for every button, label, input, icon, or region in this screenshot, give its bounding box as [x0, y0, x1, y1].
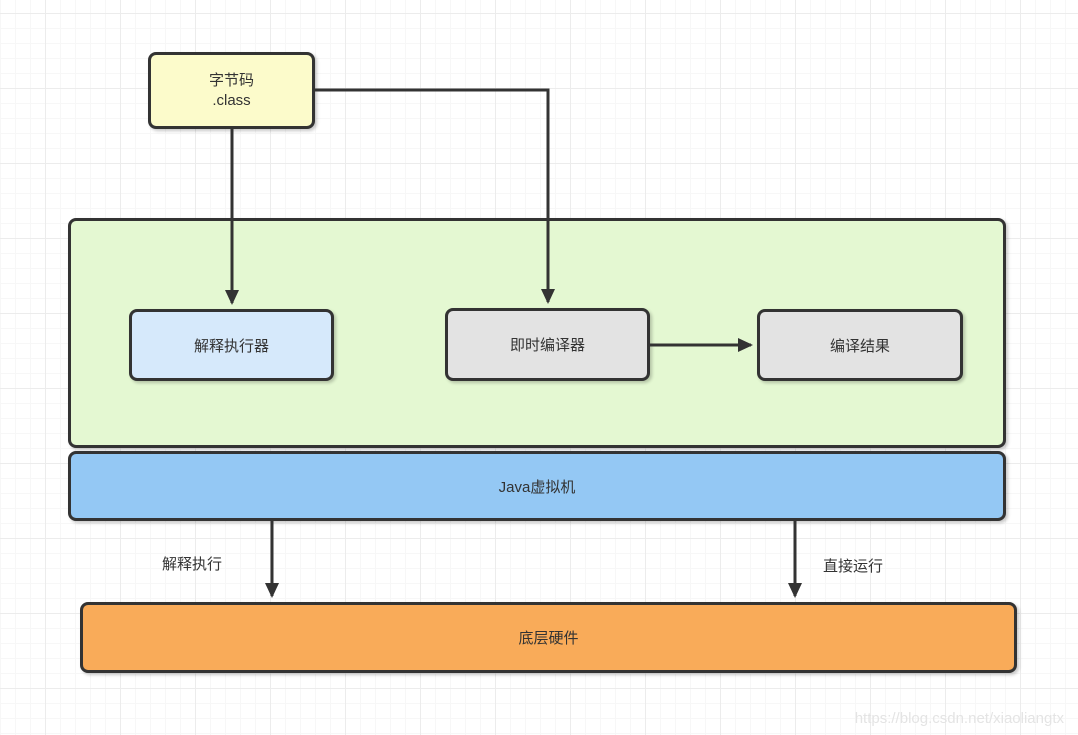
node-bytecode: 字节码 .class: [148, 52, 315, 129]
node-compile-result-label: 编译结果: [829, 337, 890, 355]
node-jvm-label: Java虚拟机: [498, 478, 576, 496]
node-bytecode-label-line2: .class: [212, 91, 251, 109]
node-compile-result: 编译结果: [757, 309, 963, 381]
node-bytecode-label-line1: 字节码: [208, 71, 254, 89]
edge-label-direct-run: 直接运行: [823, 558, 884, 575]
edge-label-interpreted-execution: 解释执行: [162, 556, 223, 573]
node-interpreter-label: 解释执行器: [193, 337, 269, 355]
node-hardware-label: 底层硬件: [518, 630, 579, 647]
watermark-url: https://blog.csdn.net/xiaoliangtx: [854, 710, 1064, 727]
node-jit-compiler-label: 即时编译器: [509, 337, 585, 354]
node-interpreter: 解释执行器: [129, 309, 334, 381]
node-jit-compiler: 即时编译器: [445, 308, 650, 381]
node-hardware: 底层硬件: [80, 602, 1017, 673]
node-jvm: Java虚拟机: [68, 451, 1006, 521]
